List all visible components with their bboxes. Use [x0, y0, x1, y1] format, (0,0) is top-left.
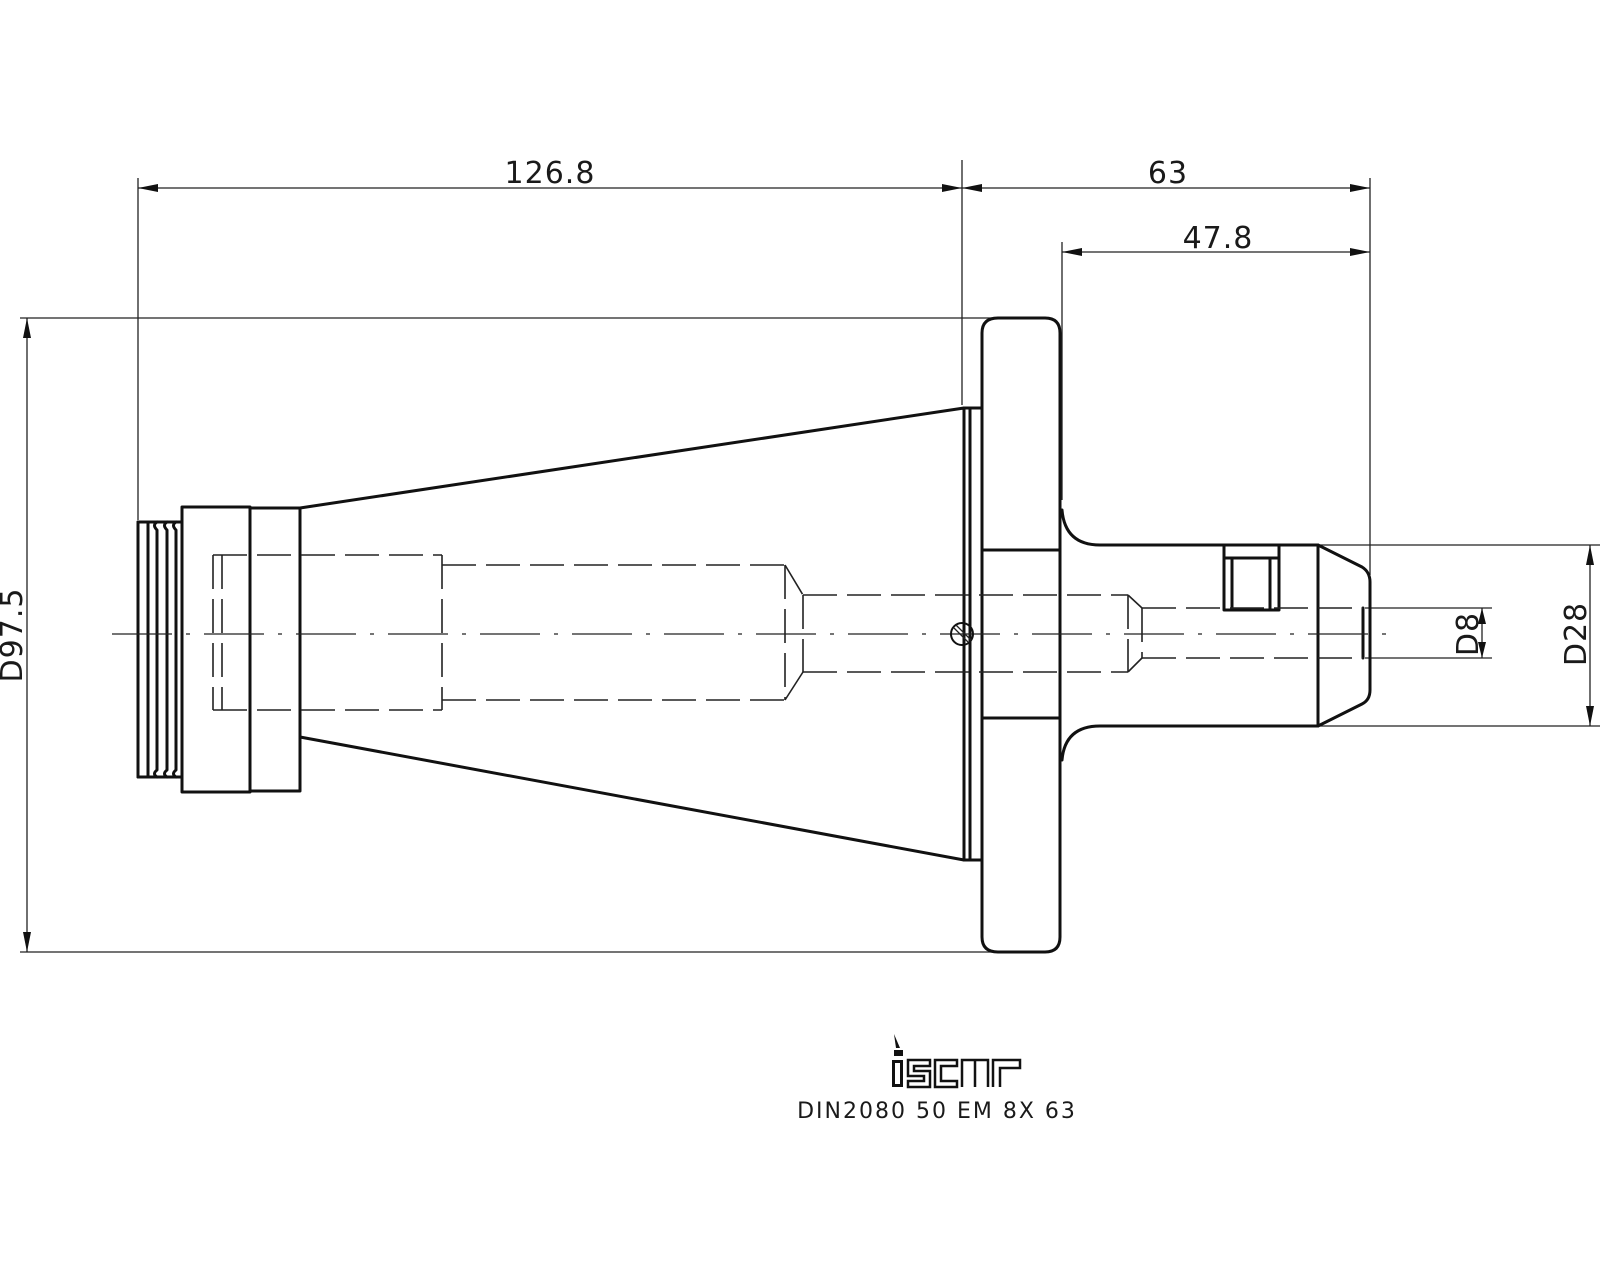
dim-shank-length: 47.8 — [1183, 221, 1254, 256]
dim-flange-diameter: D97.5 — [0, 588, 30, 683]
dim-bore-diameter: D8 — [1451, 612, 1486, 656]
cross-hole-marker — [950, 622, 974, 646]
dimension-lines — [20, 160, 1600, 953]
tool-holder-outline — [136, 316, 1372, 954]
dim-projection-length: 63 — [1148, 156, 1188, 191]
hidden-bore-lines — [212, 554, 1363, 711]
dim-overall-length: 126.8 — [505, 156, 596, 191]
part-designation: DIN2080 50 EM 8X 63 — [797, 1099, 1077, 1124]
dim-shank-diameter: D28 — [1559, 602, 1594, 666]
iscar-logo — [892, 1034, 1022, 1089]
